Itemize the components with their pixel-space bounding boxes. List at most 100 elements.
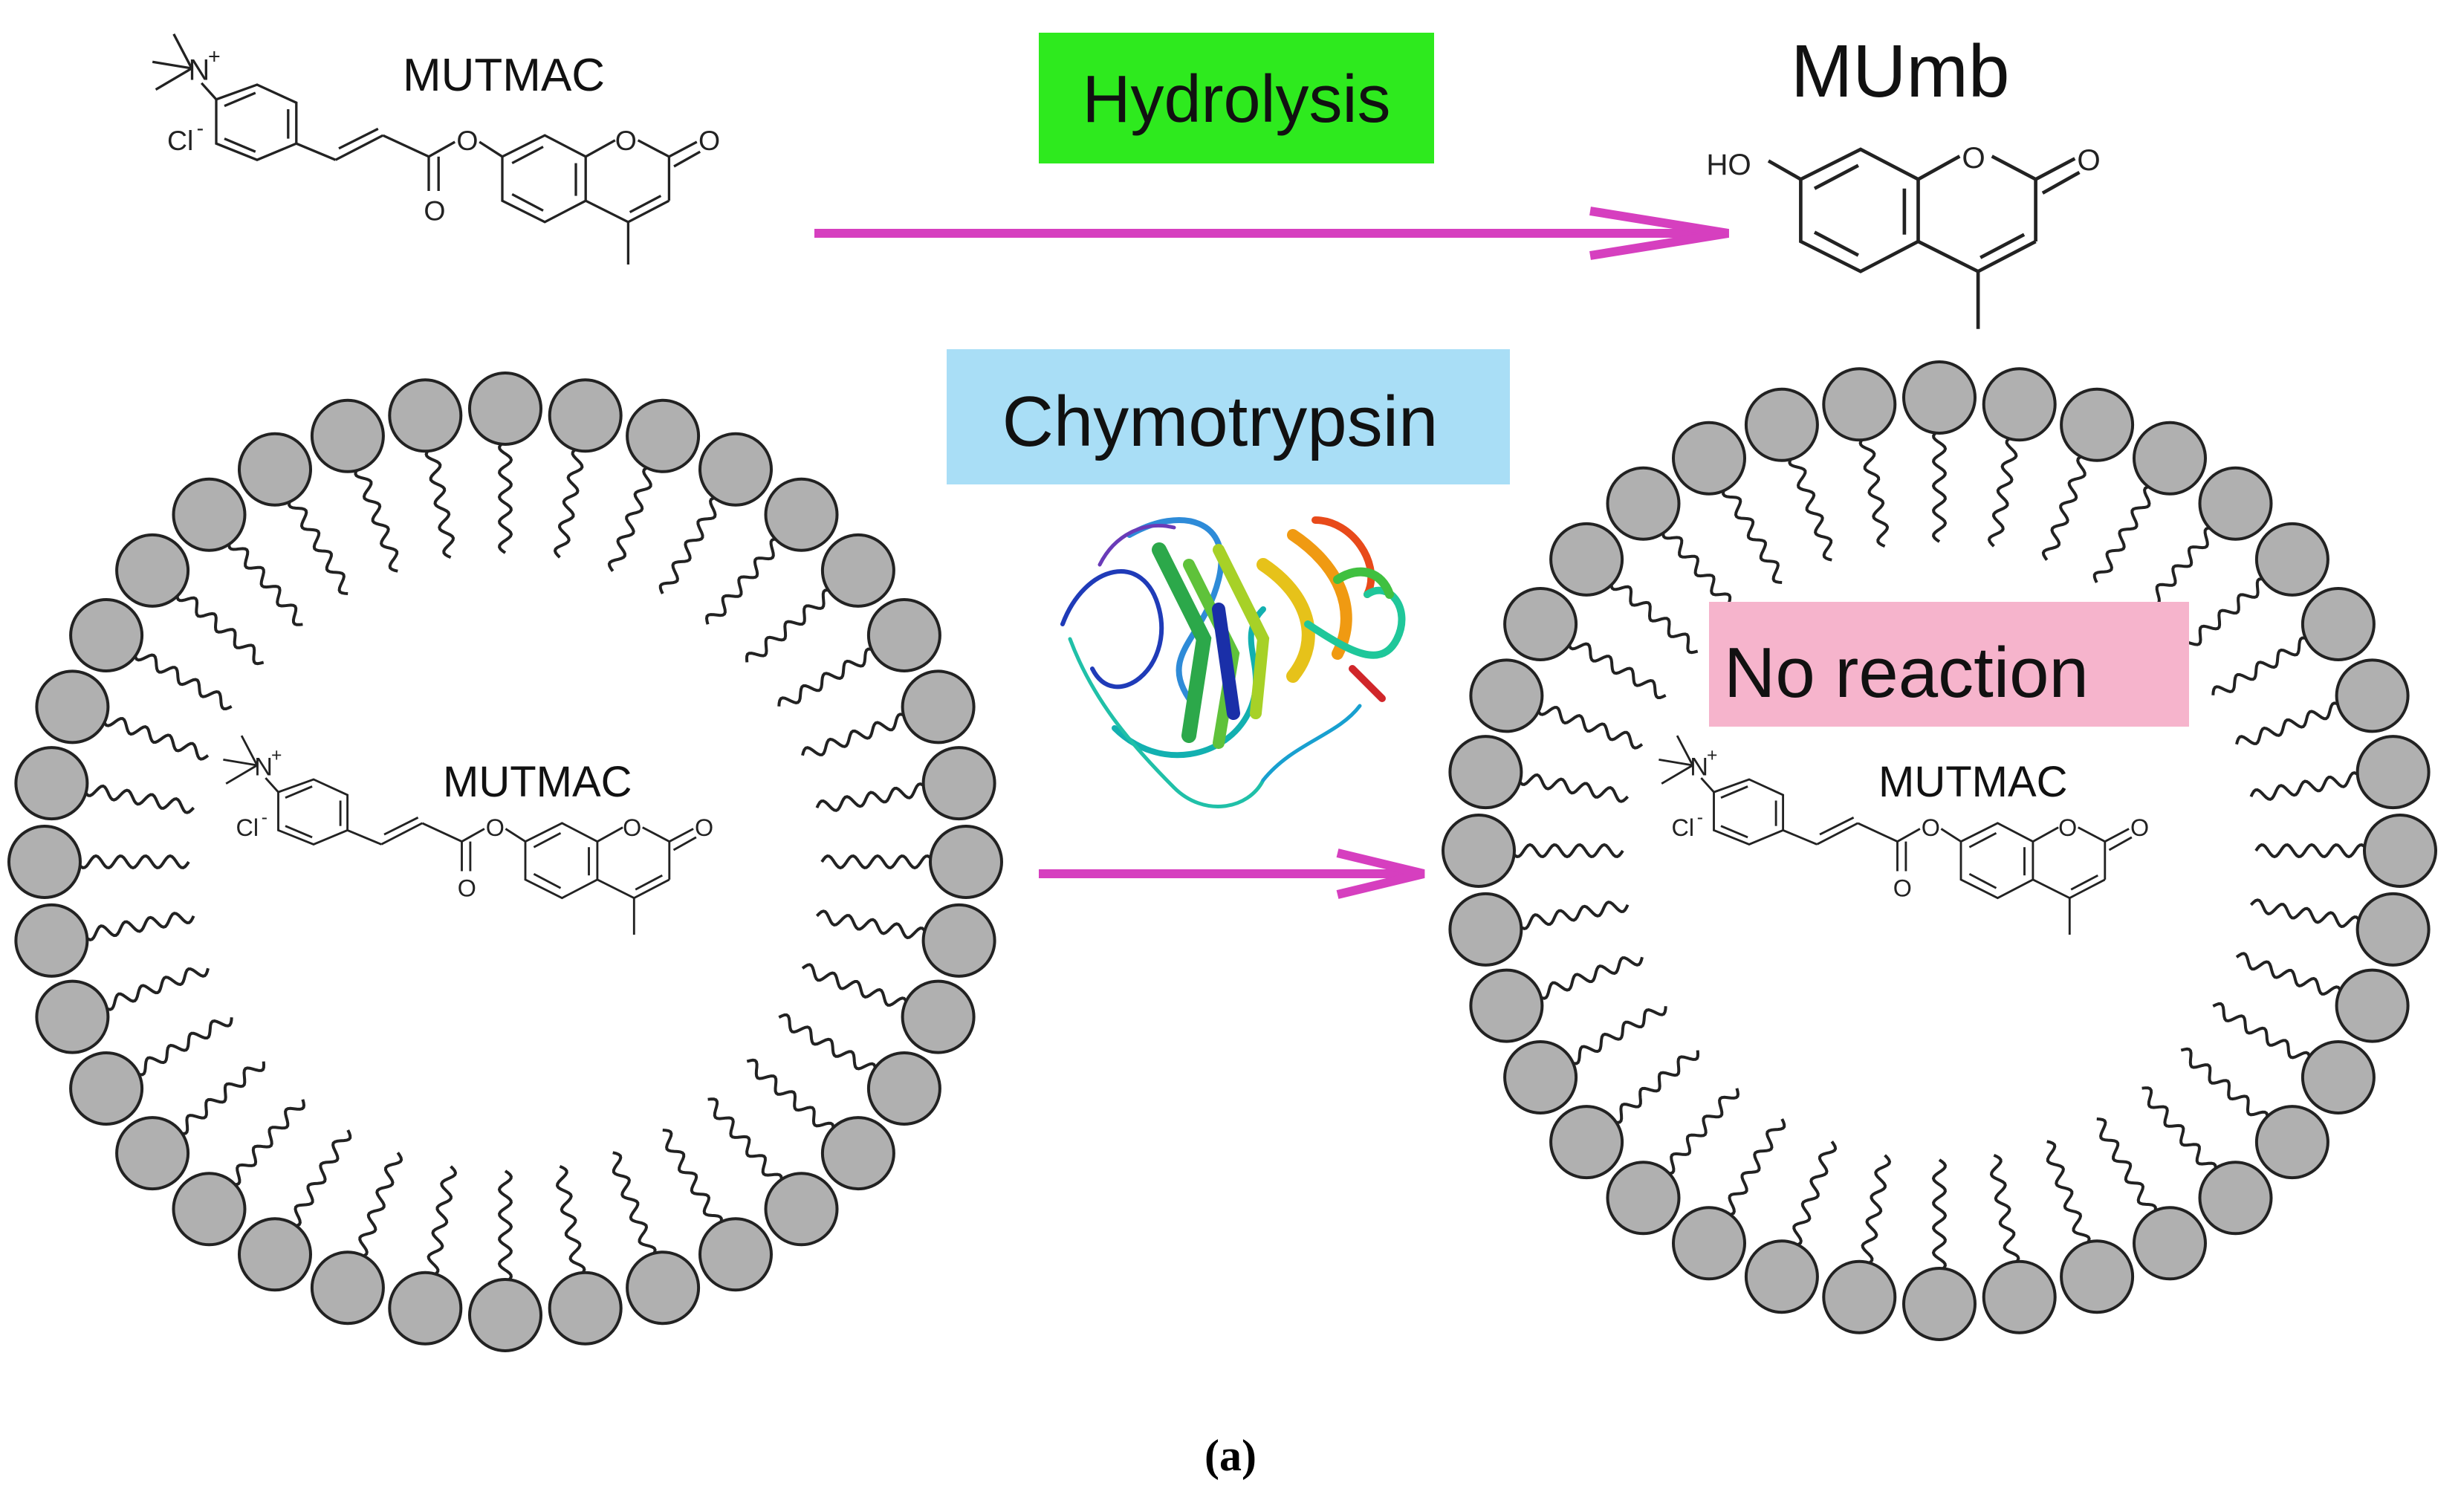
lipid-head xyxy=(921,746,996,821)
lipid-tail xyxy=(2249,898,2363,929)
minus-sign: - xyxy=(262,808,268,828)
lipid-head xyxy=(866,598,941,672)
carbonyl-oxygen: O xyxy=(424,195,445,227)
lipid-tail xyxy=(1931,429,1948,543)
lipid-tail xyxy=(1516,773,1630,803)
lipid-head xyxy=(2198,1161,2273,1236)
lipid-tail xyxy=(555,1164,586,1277)
nitrogen-label: N xyxy=(1690,753,1708,781)
lipid-tail xyxy=(2179,577,2268,652)
mutmac-left-molecule: N + Cl - O O O O xyxy=(221,734,713,936)
lipid-head xyxy=(698,1217,773,1292)
no-reaction-box xyxy=(1709,602,2189,727)
ester-oxygen: O xyxy=(486,814,505,841)
mutmac-right-label: MUTMAC xyxy=(1878,758,2068,806)
lipid-tail xyxy=(424,447,455,559)
lipid-head xyxy=(14,903,89,978)
lipid-head xyxy=(1606,466,1681,541)
lipid-head xyxy=(2254,1105,2329,1180)
lipid-head xyxy=(14,746,89,821)
minus-sign: - xyxy=(1697,808,1703,828)
lipid-head xyxy=(820,533,895,608)
lipid-head xyxy=(2254,522,2329,597)
lipid-tail xyxy=(2141,1086,2217,1174)
lipid-tail xyxy=(177,1061,266,1135)
lipid-tail xyxy=(1567,640,1667,699)
lipid-head xyxy=(35,979,110,1054)
lipid-head xyxy=(1822,367,1897,442)
lipid-tail xyxy=(2235,701,2343,745)
lipid-tail xyxy=(2096,1117,2157,1216)
lipid-head xyxy=(1549,522,1624,597)
lipid-tail xyxy=(1664,1088,1740,1175)
lipid-head xyxy=(820,1116,895,1191)
lipid-tail xyxy=(707,1097,783,1185)
lipid-tail xyxy=(1858,435,1890,548)
lipid-tail xyxy=(1609,580,1699,655)
lipid-head xyxy=(238,432,312,507)
chymotrypsin-arrow xyxy=(1039,849,1425,899)
chymotrypsin-box xyxy=(947,349,1510,484)
mutmac-right-molecule: N + Cl - O O O O xyxy=(1657,734,2149,936)
lipid-head xyxy=(238,1217,312,1292)
lipid-tail xyxy=(133,651,233,710)
mutmac-top-label: MUTMAC xyxy=(403,50,605,101)
lipid-head xyxy=(1822,1259,1897,1334)
lipid-tail xyxy=(358,1152,403,1259)
lipid-head xyxy=(2060,387,2135,462)
lipid-head xyxy=(7,825,82,899)
ring-oxygen: O xyxy=(623,814,641,841)
hydroxyl-label: HO xyxy=(1706,148,1751,181)
lipid-head xyxy=(1672,1206,1746,1281)
lipid-tail xyxy=(102,967,210,1011)
lipid-tail xyxy=(746,1058,835,1133)
nitrogen-label: N xyxy=(189,53,210,86)
ester-oxygen: O xyxy=(456,125,478,156)
lipid-tail xyxy=(230,1099,306,1187)
lipid-head xyxy=(2198,466,2273,541)
no-reaction-label: No reaction xyxy=(1724,633,2089,713)
lipid-head xyxy=(1469,658,1544,733)
lipid-tail xyxy=(291,1129,352,1228)
lipid-head xyxy=(929,825,1003,899)
lipid-tail xyxy=(1861,1154,1892,1267)
lipid-tail xyxy=(2211,636,2311,695)
lipid-head xyxy=(1549,1105,1624,1180)
lipid-tail xyxy=(2254,843,2369,859)
lipid-head xyxy=(921,903,996,978)
lipid-head xyxy=(764,1172,839,1247)
carbonyl-oxygen: O xyxy=(1893,875,1912,902)
chymotrypsin-label: Chymotrypsin xyxy=(1002,382,1439,461)
lipid-head xyxy=(1503,1040,1578,1114)
plus-sign: + xyxy=(208,45,221,68)
lipid-tail xyxy=(607,465,652,572)
lipid-head xyxy=(388,1271,463,1346)
mutmac-left-label: MUTMAC xyxy=(443,758,632,806)
lipid-tail xyxy=(497,440,513,554)
lipid-tail xyxy=(2249,770,2362,801)
lipid-head xyxy=(1982,367,2057,442)
lipid-tail xyxy=(1568,1006,1667,1065)
lipid-tail xyxy=(553,446,584,559)
lipid-tail xyxy=(612,1151,657,1259)
lipid-head xyxy=(626,398,701,473)
nitrogen-label: N xyxy=(254,753,273,781)
lipid-head xyxy=(468,1278,542,1352)
lipid-head xyxy=(388,378,463,453)
lipid-tail xyxy=(1987,435,2018,548)
liposome-right xyxy=(1442,360,2437,1341)
lipid-tail xyxy=(1788,454,1833,562)
chymotrypsin-protein-structure xyxy=(1060,516,1406,808)
lipid-head xyxy=(115,533,190,608)
lipid-tail xyxy=(801,713,909,756)
lipid-tail xyxy=(1931,1158,1948,1273)
ring-oxygen: O xyxy=(2058,814,2077,841)
lipid-head xyxy=(2355,892,2431,967)
lipid-head xyxy=(2133,421,2207,496)
lipid-tail xyxy=(427,1165,458,1278)
lipid-tail xyxy=(101,717,210,761)
ester-oxygen: O xyxy=(1922,814,1940,841)
lipid-head xyxy=(548,1271,623,1346)
lipid-tail xyxy=(1722,485,1783,584)
lipid-tail xyxy=(815,909,929,940)
